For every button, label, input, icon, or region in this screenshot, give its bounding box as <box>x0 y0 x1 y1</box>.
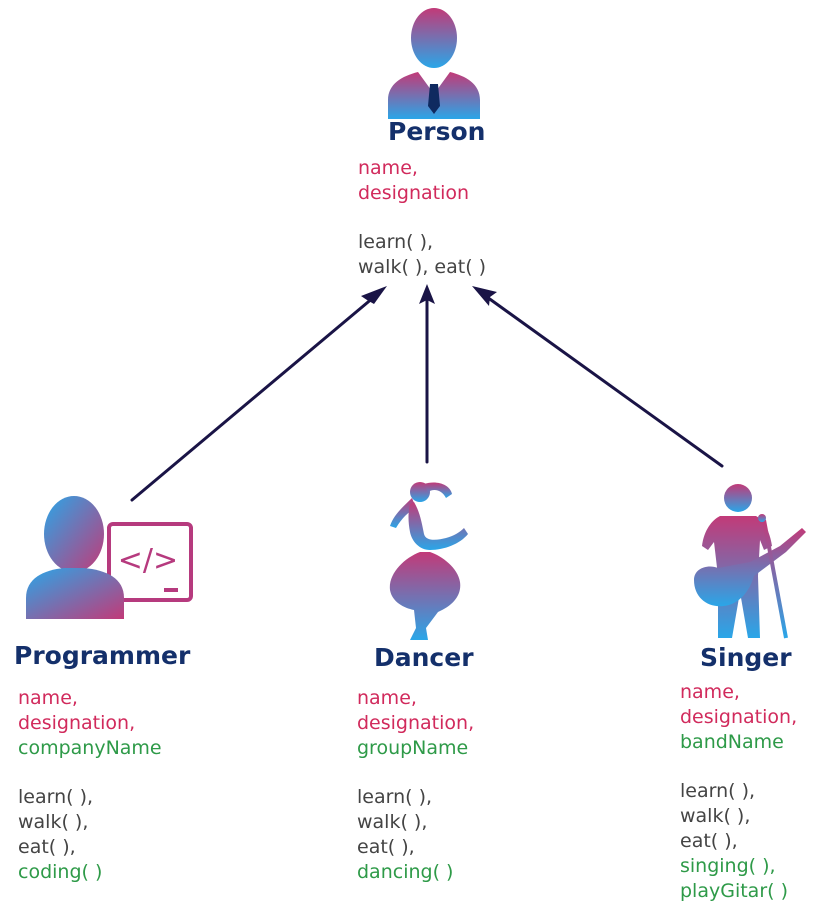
programmer-method-coding: coding( ) <box>18 861 103 883</box>
dancer-method-walk: walk( ), <box>357 811 428 833</box>
singer-attr-designation: designation, <box>680 706 798 728</box>
programmer-title: Programmer <box>14 641 191 670</box>
programmer-icon: </> <box>26 496 193 619</box>
programmer-method-walk: walk( ), <box>18 811 89 833</box>
arrow-programmer-to-person <box>130 290 382 502</box>
person-attr-designation: designation <box>358 182 470 204</box>
singer-icon <box>694 484 806 639</box>
arrowhead-programmer <box>361 286 387 304</box>
dancer-method-learn: learn( ), <box>357 786 433 808</box>
person-attr-name: name, <box>358 157 418 179</box>
dancer-attr-groupname: groupName <box>357 737 469 759</box>
arrowhead-singer <box>472 286 497 306</box>
programmer-attr-designation: designation, <box>18 712 136 734</box>
person-title: Person <box>388 117 486 146</box>
dancer-attr-designation: designation, <box>357 712 475 734</box>
person-members: name, designation learn( ), walk( ), eat… <box>358 156 486 280</box>
programmer-method-learn: learn( ), <box>18 786 94 808</box>
arrowhead-dancer <box>419 284 435 304</box>
singer-method-singing: singing( ), <box>680 855 776 877</box>
person-method-learn: learn( ), <box>358 231 434 253</box>
singer-method-playgitar: playGitar( ) <box>680 880 788 902</box>
singer-members: name, designation, bandName learn( ), wa… <box>680 680 797 904</box>
programmer-method-eat: eat( ), <box>18 836 76 858</box>
singer-attr-name: name, <box>680 681 740 703</box>
person-icon <box>388 8 480 119</box>
singer-method-learn: learn( ), <box>680 780 756 802</box>
dancer-method-eat: eat( ), <box>357 836 415 858</box>
arrow-singer-to-person <box>478 290 724 468</box>
dancer-method-dancing: dancing( ) <box>357 861 454 883</box>
person-method-walk-eat: walk( ), eat( ) <box>358 256 487 278</box>
singer-method-eat: eat( ), <box>680 830 738 852</box>
dancer-icon <box>389 482 468 640</box>
singer-title: Singer <box>700 643 792 672</box>
programmer-attr-companyname: companyName <box>18 737 162 759</box>
dancer-members: name, designation, groupName learn( ), w… <box>357 686 474 885</box>
programmer-attr-name: name, <box>18 687 78 709</box>
singer-method-walk: walk( ), <box>680 805 751 827</box>
dancer-attr-name: name, <box>357 687 417 709</box>
programmer-members: name, designation, companyName learn( ),… <box>18 686 162 885</box>
dancer-title: Dancer <box>374 643 474 672</box>
code-glyph: </> <box>118 543 178 578</box>
singer-attr-bandname: bandName <box>680 731 784 753</box>
